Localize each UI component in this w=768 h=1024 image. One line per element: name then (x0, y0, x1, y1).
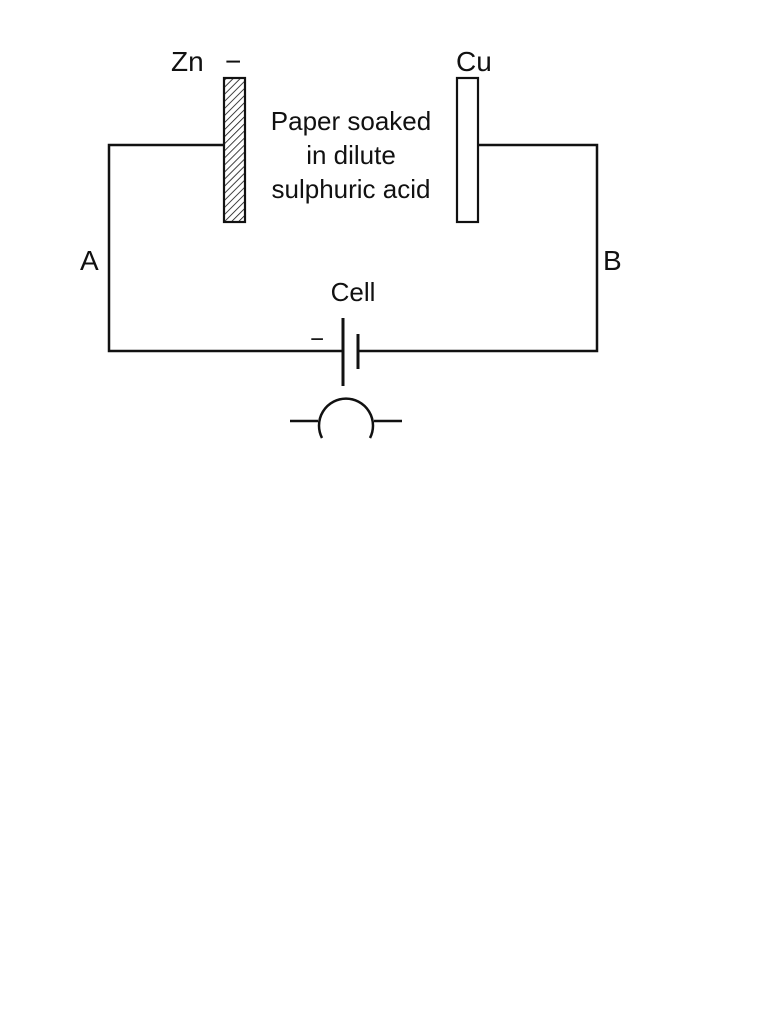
copper-electrode (455, 76, 480, 224)
wire-right (358, 143, 599, 353)
point-a-label: A (80, 245, 99, 276)
zinc-electrode (222, 76, 247, 224)
paper-label-line-3: sulphuric acid (272, 174, 431, 204)
paper-label-line-2: in dilute (306, 140, 396, 170)
cu-label: Cu (456, 46, 492, 77)
wire-left (107, 143, 343, 353)
cell-symbol (341, 318, 360, 386)
zn-sign-label: − (225, 46, 241, 77)
circuit-wires (107, 143, 599, 353)
cell-label: Cell (331, 277, 376, 307)
cell-sign-label: − (310, 326, 324, 353)
partial-bulb-symbol (290, 397, 402, 439)
zn-label: Zn (171, 46, 204, 77)
paper-label-line-1: Paper soaked (271, 106, 431, 136)
point-b-label: B (603, 245, 622, 276)
